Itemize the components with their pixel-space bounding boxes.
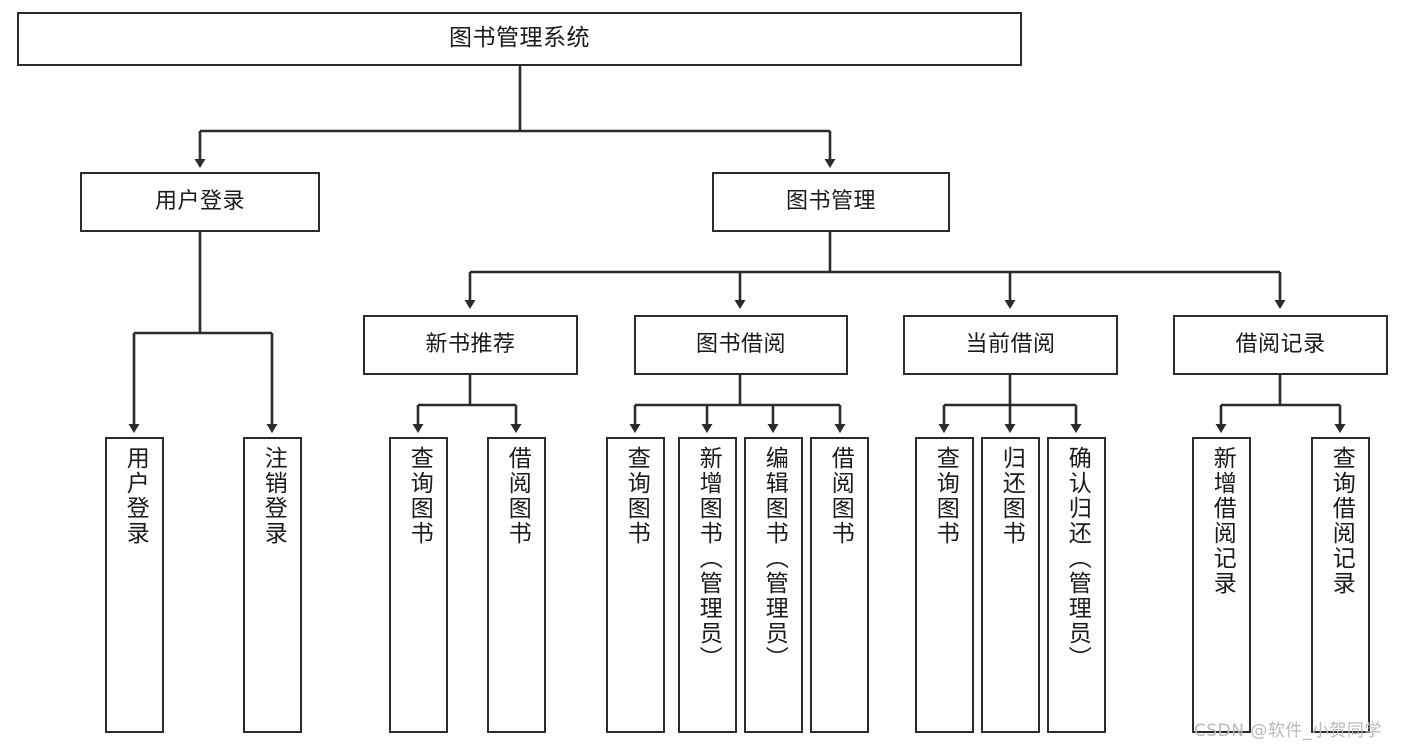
node-label: 归还图书 <box>998 446 1025 546</box>
leaf-return-book[interactable]: 归还图书 <box>981 437 1040 733</box>
node-label: 编辑图书（管理员） <box>761 446 788 671</box>
node-borrow-record[interactable]: 借阅记录 <box>1173 315 1388 375</box>
leaf-query-borrow-record[interactable]: 查询借阅记录 <box>1311 437 1370 733</box>
node-label: 图书借阅 <box>695 332 786 358</box>
node-label: 注销登录 <box>260 446 287 546</box>
node-label: 查询借阅记录 <box>1328 446 1355 596</box>
leaf-logout[interactable]: 注销登录 <box>243 437 302 733</box>
node-label: 新增图书（管理员） <box>695 446 722 671</box>
node-root-system[interactable]: 图书管理系统 <box>17 12 1022 66</box>
node-current-borrow[interactable]: 当前借阅 <box>903 315 1118 375</box>
leaf-borrow-book-new[interactable]: 借阅图书 <box>487 437 546 733</box>
node-label: 确认归还（管理员） <box>1064 446 1091 671</box>
node-new-book-recommend[interactable]: 新书推荐 <box>363 315 578 375</box>
node-book-borrow[interactable]: 图书借阅 <box>634 315 848 375</box>
leaf-query-book-current[interactable]: 查询图书 <box>915 437 974 733</box>
leaf-user-login[interactable]: 用户登录 <box>105 437 164 733</box>
node-label: 用户登录 <box>122 446 149 546</box>
csdn-watermark: CSDN @软件_小贺同学 <box>1194 721 1382 741</box>
node-label: 图书管理系统 <box>449 25 590 52</box>
node-label: 查询图书 <box>932 446 959 546</box>
leaf-confirm-return-admin[interactable]: 确认归还（管理员） <box>1047 437 1106 733</box>
node-label: 借阅图书 <box>504 446 531 546</box>
node-label: 图书管理 <box>785 189 876 215</box>
node-book-management[interactable]: 图书管理 <box>712 172 950 232</box>
leaf-add-book-admin[interactable]: 新增图书（管理员） <box>678 437 737 733</box>
node-label: 新增借阅记录 <box>1209 446 1236 596</box>
leaf-add-borrow-record[interactable]: 新增借阅记录 <box>1192 437 1251 733</box>
node-label: 查询图书 <box>623 446 650 546</box>
node-label: 用户登录 <box>154 189 245 215</box>
leaf-query-book-new[interactable]: 查询图书 <box>389 437 448 733</box>
node-label: 当前借阅 <box>965 332 1056 358</box>
node-label: 查询图书 <box>406 446 433 546</box>
node-label: 新书推荐 <box>425 332 516 358</box>
node-user-login[interactable]: 用户登录 <box>80 172 320 232</box>
node-label: 借阅记录 <box>1235 332 1326 358</box>
leaf-query-book-borrow[interactable]: 查询图书 <box>606 437 665 733</box>
leaf-borrow-book[interactable]: 借阅图书 <box>810 437 869 733</box>
node-label: 借阅图书 <box>827 446 854 546</box>
leaf-edit-book-admin[interactable]: 编辑图书（管理员） <box>744 437 803 733</box>
